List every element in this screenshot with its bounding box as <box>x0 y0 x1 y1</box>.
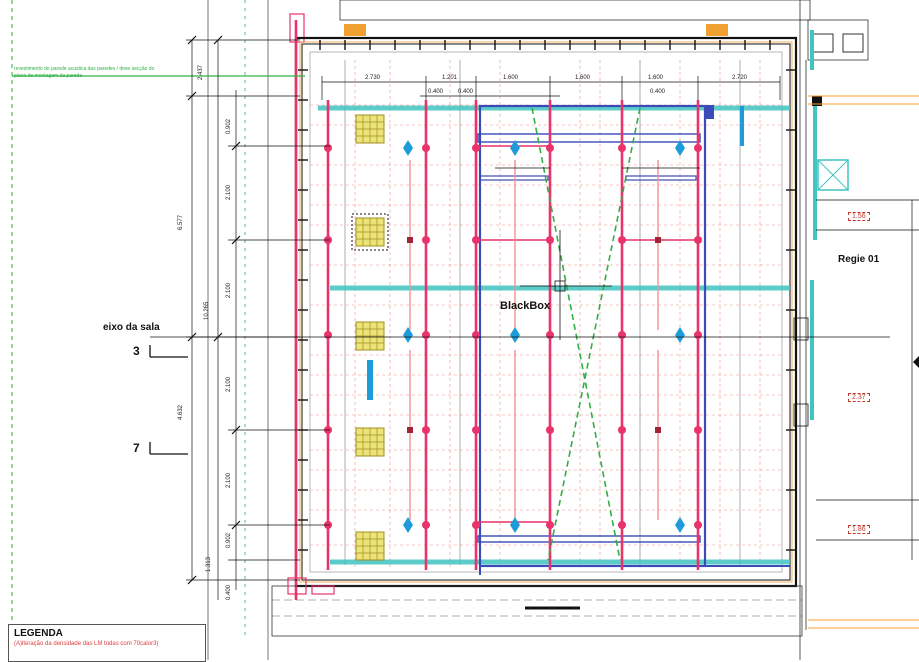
regie-label: Regie 01 <box>838 254 880 265</box>
left-dim-inner-1: 0.902 <box>226 118 232 134</box>
left-dim-inner-6: 0.902 <box>226 532 232 548</box>
red-tag-2: 2.37 <box>848 393 870 402</box>
left-dim-inner-7: 1.313 <box>206 556 212 572</box>
row-marker-3: 3 <box>133 344 140 358</box>
sub-dim-2: 0.400 <box>458 89 474 95</box>
top-dim-2: 1.201 <box>442 75 458 81</box>
legend-note: (A)lteração da densidade das LM todas co… <box>14 641 159 647</box>
legend-title: LEGENDA <box>14 628 63 639</box>
green-annotation: revestimento do parede acustica das pare… <box>14 66 155 79</box>
red-tag-3: 1.86 <box>848 525 870 534</box>
axis-label: eixo da sala <box>103 322 160 333</box>
left-dim-inner-4: 2.100 <box>226 376 232 392</box>
top-dim-4: 1.600 <box>575 75 591 81</box>
left-dim-outer-3: 10.265 <box>204 301 210 320</box>
red-tag-1: 1.56 <box>848 212 870 221</box>
sub-dim-1: 0.400 <box>428 89 444 95</box>
left-dim-outer-4: 4.632 <box>178 404 184 420</box>
top-dim-3: 1.600 <box>503 75 519 81</box>
top-dim-6: 2.720 <box>732 75 748 81</box>
left-dim-inner-8: 0.400 <box>226 584 232 600</box>
left-dim-inner-3: 2.100 <box>226 282 232 298</box>
top-dim-5: 1.600 <box>648 75 664 81</box>
left-dim-inner-2: 2.100 <box>226 184 232 200</box>
left-dim-outer-2: 6.577 <box>178 214 184 230</box>
sub-dim-3: 0.400 <box>650 89 666 95</box>
legend-box: LEGENDA (A)lteração da densidade das LM … <box>8 624 206 662</box>
top-dim-1: 2.730 <box>365 75 381 81</box>
left-dim-inner-5: 2.100 <box>226 472 232 488</box>
left-dim-outer-1: 2.437 <box>198 64 204 80</box>
row-marker-7: 7 <box>133 441 140 455</box>
room-name-label: BlackBox <box>500 300 551 312</box>
